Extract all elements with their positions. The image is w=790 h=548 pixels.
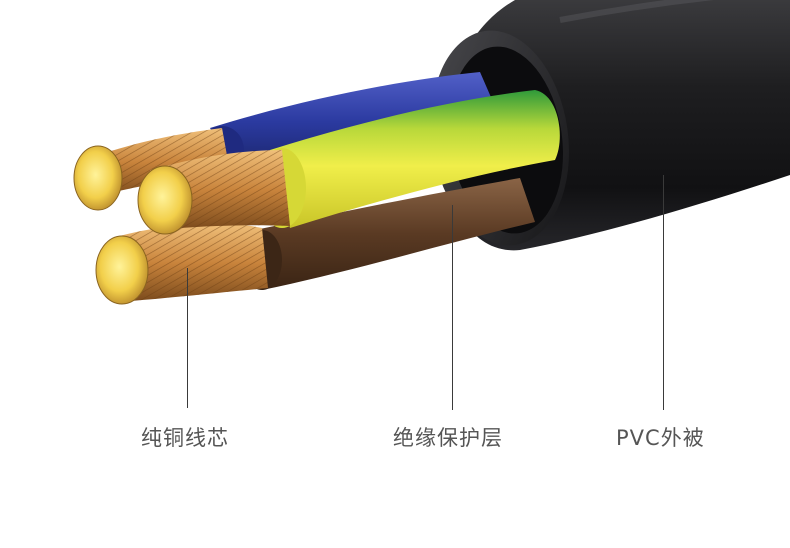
copper-core-leader-line xyxy=(187,268,188,408)
pvc-sheath-label: PVC外被 xyxy=(616,426,705,450)
insulation-layer-label: 绝缘保护层 xyxy=(393,426,503,450)
green-yellow-wire xyxy=(137,90,560,235)
copper-core-label: 纯铜线芯 xyxy=(141,426,229,450)
brown-wire xyxy=(95,178,535,305)
insulation-leader-line xyxy=(452,205,453,410)
sheath-leader-line xyxy=(663,175,664,410)
